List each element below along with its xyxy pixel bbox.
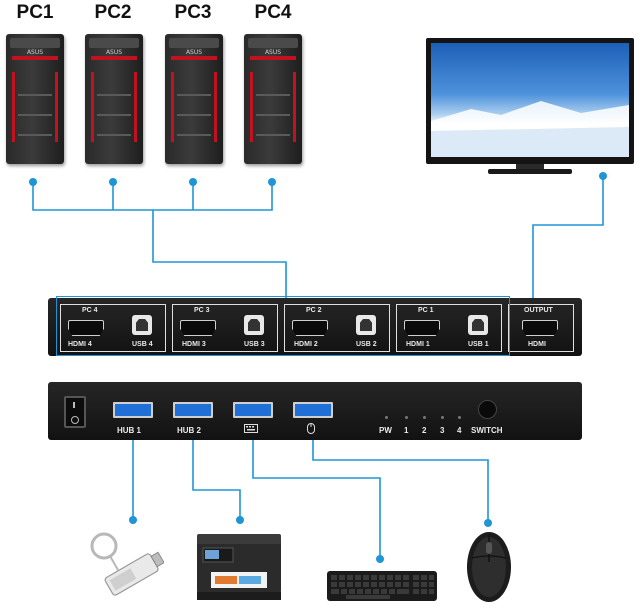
mouse-icon xyxy=(467,532,511,602)
usb-b-port[interactable] xyxy=(356,315,376,335)
mouse-port-icon xyxy=(307,423,315,434)
led xyxy=(423,416,426,419)
output-label: OUTPUT xyxy=(524,307,553,314)
led xyxy=(458,416,461,419)
rear-group-label: PC 3 xyxy=(194,307,210,314)
tower-brand: ASUS xyxy=(264,49,282,56)
rear-group-label: PC 2 xyxy=(306,307,322,314)
hdmi-port[interactable] xyxy=(292,320,328,336)
usb-b-port[interactable] xyxy=(244,315,264,335)
hub1-usb-port[interactable] xyxy=(113,402,153,418)
keyboard-line xyxy=(252,432,381,560)
keyboard-icon xyxy=(327,571,437,601)
pc-label: PC4 xyxy=(254,2,292,23)
pc-tower-icon: ASUS xyxy=(165,34,223,164)
kvm-rear-panel: PC 4 HDMI 4 USB 4 PC 3 HDMI 3 USB 3 PC 2… xyxy=(48,298,582,356)
hdmi-port[interactable] xyxy=(404,320,440,336)
connector-dot xyxy=(29,178,37,186)
connector-dot xyxy=(599,172,607,180)
usb-flash-drive-icon xyxy=(90,532,164,596)
hub1-label: HUB 1 xyxy=(117,426,142,435)
tower-brand: ASUS xyxy=(26,49,44,56)
mouse-usb-port[interactable] xyxy=(293,402,333,418)
pc-to-kvm-line xyxy=(152,210,287,300)
pc-tower-icon: ASUS xyxy=(85,34,143,164)
led-label: 3 xyxy=(440,426,445,435)
led xyxy=(441,416,444,419)
usb-b-port[interactable] xyxy=(468,315,488,335)
hdmi-port[interactable] xyxy=(68,320,104,336)
connector-dot xyxy=(129,516,137,524)
hub2-label: HUB 2 xyxy=(177,426,202,435)
connector-dot xyxy=(109,178,117,186)
pc-ports-highlight xyxy=(56,296,510,356)
switch-label: SWITCH xyxy=(471,426,503,435)
tower-brand: ASUS xyxy=(105,49,123,56)
connector-dot xyxy=(236,516,244,524)
connector-dot xyxy=(376,555,384,563)
usb-port-label: USB 2 xyxy=(356,341,377,348)
usb-port-label: USB 4 xyxy=(132,341,153,348)
rear-group-label: PC 4 xyxy=(82,307,98,314)
switch-button[interactable] xyxy=(478,400,497,419)
pc-tower-icon: ASUS xyxy=(244,34,302,164)
led-label: 4 xyxy=(457,426,462,435)
connector-dot xyxy=(268,178,276,186)
mouse-line xyxy=(312,432,489,523)
hdmi-port-label: HDMI 4 xyxy=(68,341,92,348)
output-hdmi-port[interactable] xyxy=(522,320,558,336)
output-hdmi-label: HDMI xyxy=(528,341,546,348)
hdmi-port-label: HDMI 3 xyxy=(182,341,206,348)
pc-label: PC3 xyxy=(174,2,212,23)
kvm-front-panel: HUB 1 HUB 2 PW 1 2 3 4 SWITCH xyxy=(48,382,582,440)
power-switch[interactable] xyxy=(64,396,86,428)
hub2-line xyxy=(192,432,241,520)
led xyxy=(405,416,408,419)
rear-group-label: PC 1 xyxy=(418,307,434,314)
usb-b-port[interactable] xyxy=(132,315,152,335)
connector-dot xyxy=(189,178,197,186)
hdmi-port[interactable] xyxy=(180,320,216,336)
monitor-icon xyxy=(426,38,636,178)
pc-bus-line xyxy=(32,182,273,211)
pc-label: PC1 xyxy=(16,2,54,23)
hdmi-port-label: HDMI 1 xyxy=(406,341,430,348)
usb-port-label: USB 3 xyxy=(244,341,265,348)
hdmi-port-label: HDMI 2 xyxy=(294,341,318,348)
led-label: 1 xyxy=(404,426,409,435)
hub2-usb-port[interactable] xyxy=(173,402,213,418)
led-label: 2 xyxy=(422,426,427,435)
led xyxy=(385,416,388,419)
usb-port-label: USB 1 xyxy=(468,341,489,348)
pw-label: PW xyxy=(379,426,392,435)
pc-tower-icon: ASUS xyxy=(6,34,64,164)
printer-icon xyxy=(197,534,281,600)
tower-brand: ASUS xyxy=(185,49,203,56)
keyboard-port-icon xyxy=(244,424,258,433)
connector-dot xyxy=(484,519,492,527)
pc-label: PC2 xyxy=(94,2,132,23)
monitor-to-kvm-line xyxy=(532,176,604,300)
keyboard-usb-port[interactable] xyxy=(233,402,273,418)
